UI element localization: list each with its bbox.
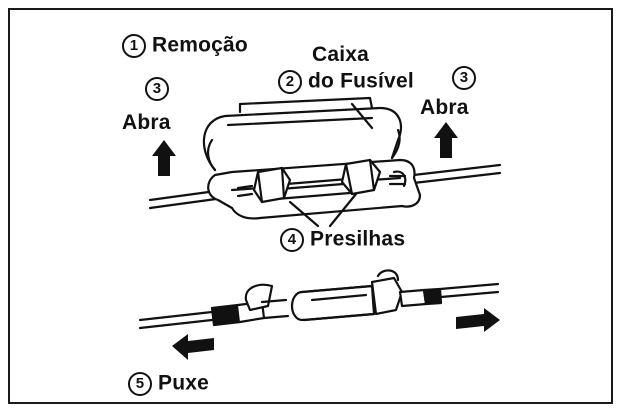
open-right-step: 3 (452, 66, 476, 90)
label-text: Remoção (152, 33, 248, 57)
arrow-left-icon (172, 334, 214, 360)
step-number: 1 (122, 34, 146, 58)
caixa-label-line1: Caixa (312, 43, 370, 66)
open-left-label: Abra (122, 111, 171, 134)
open-right-label: Abra (420, 96, 469, 119)
step-number: 2 (278, 70, 302, 94)
arrow-up-icon (434, 122, 458, 158)
arrow-right-icon (456, 308, 500, 332)
open-left-step: 3 (145, 77, 169, 101)
label-text: Presilhas (310, 227, 406, 251)
step-number: 3 (145, 77, 169, 101)
label-text: Puxe (158, 371, 209, 395)
step-number: 5 (128, 372, 152, 396)
arrow-up-icon (152, 140, 176, 176)
fuse-holder-illustration (148, 96, 502, 228)
label-text: do Fusível (308, 69, 414, 93)
step-number: 3 (452, 66, 476, 90)
fuse-illustration (138, 269, 500, 330)
step-number: 4 (280, 228, 304, 252)
